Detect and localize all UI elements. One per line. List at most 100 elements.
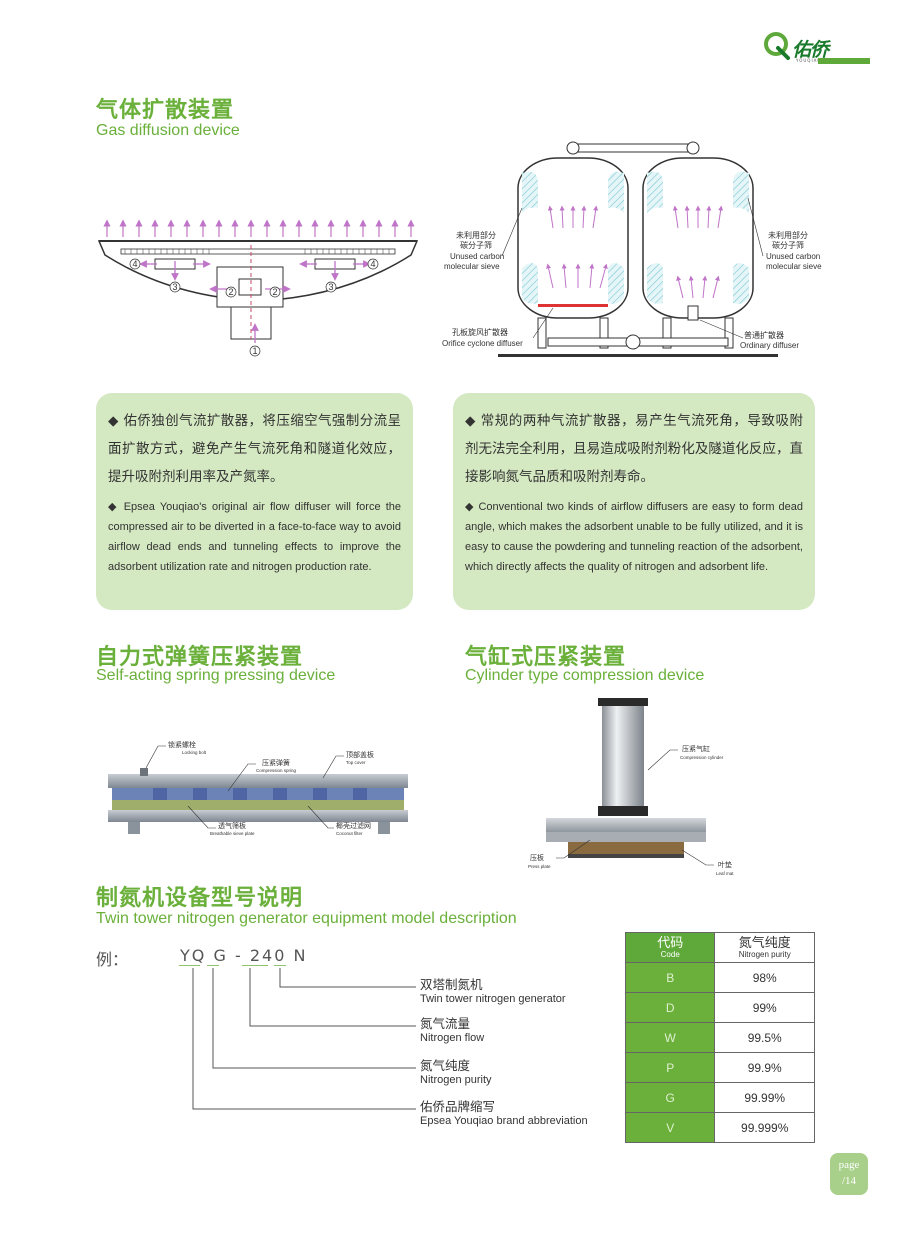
legend-flow-en: Nitrogen flow (420, 1032, 485, 1044)
brand-pinyin: YOUQIAO (796, 58, 822, 63)
header-code: 代码 Code (624, 932, 716, 963)
cylinder-title-en: Cylinder type compression device (465, 667, 705, 684)
code-cell: V (624, 1112, 716, 1143)
marker-2-right: 2 (272, 287, 277, 297)
original-diffuser-text-box: ◆ 佑侨独创气流扩散器，将压缩空气强制分流呈面扩散方式，避免产生气流死角和隧道化… (96, 393, 413, 610)
bolt-cn: 锁紧螺栓 (168, 740, 196, 749)
bolt-en: Locking bolt (182, 750, 207, 755)
code-part-purity: G (213, 946, 228, 965)
legend-item-flow: 氮气流量 Nitrogen flow (420, 1013, 484, 1044)
page-label: page (838, 1159, 860, 1171)
legend-item-brand: 佑侨品牌缩写 Epsea Youqiao brand abbreviation (420, 1096, 588, 1127)
purity-cell: 99.9% (714, 1052, 815, 1083)
coconut-filter-cn: 椰壳过滤网 (336, 821, 371, 830)
leaf-mat-cn: 叶垫 (718, 860, 732, 869)
conventional-diffuser-cn: ◆ 常规的两种气流扩散器，易产生气流死角，导致吸附剂无法完全利用，且易造成吸附剂… (465, 413, 803, 485)
sieve-plate-cn: 透气筛板 (218, 821, 246, 830)
legend-flow-cn: 氮气流量 (420, 1016, 471, 1031)
unused-en1-right: Unused carbon (766, 252, 820, 261)
example-label: 例： (96, 950, 129, 969)
orifice-en: Orifice cyclone diffuser (442, 339, 523, 348)
marker-3-left: 3 (172, 282, 177, 292)
spring-en: Compression spring (256, 768, 297, 773)
legend-item-purity: 氮气纯度 Nitrogen purity (420, 1055, 492, 1086)
spring-title-cn: 自力式弹簧压紧装置 (96, 645, 304, 670)
conventional-diffuser-en: ◆ Conventional two kinds of airflow diff… (465, 501, 803, 573)
conventional-diffuser-text-box: ◆ 常规的两种气流扩散器，易产生气流死角，导致吸附剂无法完全利用，且易造成吸附剂… (453, 393, 815, 610)
original-diffuser-cn: ◆ 佑侨独创气流扩散器，将压缩空气强制分流呈面扩散方式，避免产生气流死角和隧道化… (108, 413, 401, 485)
table-row: G 99.99% (624, 1082, 815, 1113)
spring-pressing-device-image: 锁紧螺栓 Locking bolt 压紧弹簧 Compression sprin… (108, 740, 408, 836)
cover-en: Top cover (346, 760, 366, 765)
purity-cell: 99.99% (714, 1082, 815, 1113)
ordinary-en: Ordinary diffuser (740, 341, 799, 350)
marker-1: 1 (252, 346, 257, 356)
coconut-filter-en: Coconut filter (336, 831, 363, 836)
model-code: YQ G - 240 N (180, 946, 307, 965)
marker-3-right: 3 (328, 282, 333, 292)
legend-type-cn: 双塔制氮机 (420, 977, 483, 992)
unused-cn-left: 未利用部分 (456, 230, 496, 240)
table-row: B 98% (624, 962, 815, 993)
legend-purity-en: Nitrogen purity (420, 1074, 492, 1086)
brand-name: 佑侨 (792, 39, 829, 61)
legend-item-type: 双塔制氮机 Twin tower nitrogen generator (420, 974, 566, 1005)
legend-brand-cn: 佑侨品牌缩写 (420, 1099, 496, 1114)
table-row: D 99% (624, 992, 815, 1023)
unused-en2-left: molecular sieve (444, 262, 500, 271)
brand-bar (818, 58, 870, 64)
legend-type-en: Twin tower nitrogen generator (420, 993, 566, 1005)
marker-2-left: 2 (228, 287, 233, 297)
original-diffuser-diagram: 4 4 3 3 2 2 1 (97, 219, 419, 357)
spring-cn: 压紧弹簧 (262, 758, 290, 767)
model-code-connectors (179, 965, 416, 1110)
page-number: /14 (841, 1175, 857, 1187)
cylinder-title-cn: 气缸式压紧装置 (465, 645, 627, 670)
leaf-mat-en: Leaf mat (716, 871, 734, 876)
purity-code-table: 代码 Code 氮气纯度 Nitrogen purity B 98% D 99%… (624, 932, 815, 1143)
upward-airflow-arrows (103, 219, 415, 237)
marker-4-left: 4 (132, 259, 137, 269)
gas-diffusion-title-en: Gas diffusion device (96, 122, 240, 139)
code-part-brand: YQ (180, 946, 207, 965)
q-logo-icon (764, 32, 790, 60)
sieve-plate-en: Breathable sieve plate (210, 831, 255, 836)
original-diffuser-en: ◆ Epsea Youqiao's original air flow diff… (108, 501, 401, 573)
model-title-cn: 制氮机设备型号说明 (96, 886, 304, 911)
table-row: V 99.999% (624, 1112, 815, 1143)
header-purity: 氮气纯度 Nitrogen purity (714, 932, 815, 963)
code-cell: D (624, 992, 716, 1023)
cylinder-compression-device-image: 压紧气缸 Compression cylinder 压板 Press plate… (528, 698, 734, 876)
gas-diffusion-title-cn: 气体扩散装置 (96, 98, 235, 123)
table-row: W 99.5% (624, 1022, 815, 1053)
code-part-flow: 240 (249, 946, 287, 965)
unused-cn2-right: 碳分子筛 (772, 240, 804, 250)
brand-logo: 佑侨 YOUQIAO (762, 30, 872, 66)
unused-cn2-left: 碳分子筛 (460, 240, 492, 250)
marker-4-right: 4 (370, 259, 375, 269)
purity-cell: 99.5% (714, 1022, 815, 1053)
page-number-badge: page /14 (830, 1153, 868, 1195)
code-part-type: N (293, 946, 308, 965)
purity-cell: 99% (714, 992, 815, 1023)
table-header-row: 代码 Code 氮气纯度 Nitrogen purity (624, 932, 815, 963)
cylinder-en: Compression cylinder (680, 755, 724, 760)
purity-cell: 99.999% (714, 1112, 815, 1143)
cylinder-cn: 压紧气缸 (682, 744, 710, 753)
unused-en2-right: molecular sieve (766, 262, 822, 271)
unused-cn-right: 未利用部分 (768, 230, 808, 240)
code-cell: B (624, 962, 716, 993)
legend-brand-en: Epsea Youqiao brand abbreviation (420, 1115, 588, 1127)
code-part-dash: - (234, 946, 243, 965)
press-plate-en: Press plate (528, 864, 551, 869)
ordinary-cn: 普通扩散器 (744, 330, 784, 340)
spring-title-en: Self-acting spring pressing device (96, 667, 336, 684)
code-cell: P (624, 1052, 716, 1083)
code-cell: G (624, 1082, 716, 1113)
press-plate-cn: 压板 (530, 853, 544, 862)
orifice-cn: 孔板旋风扩散器 (452, 327, 508, 337)
cover-cn: 顶部盖板 (346, 750, 374, 759)
purity-cell: 98% (714, 962, 815, 993)
table-row: P 99.9% (624, 1052, 815, 1083)
model-title-en: Twin tower nitrogen generator equipment … (96, 910, 517, 927)
